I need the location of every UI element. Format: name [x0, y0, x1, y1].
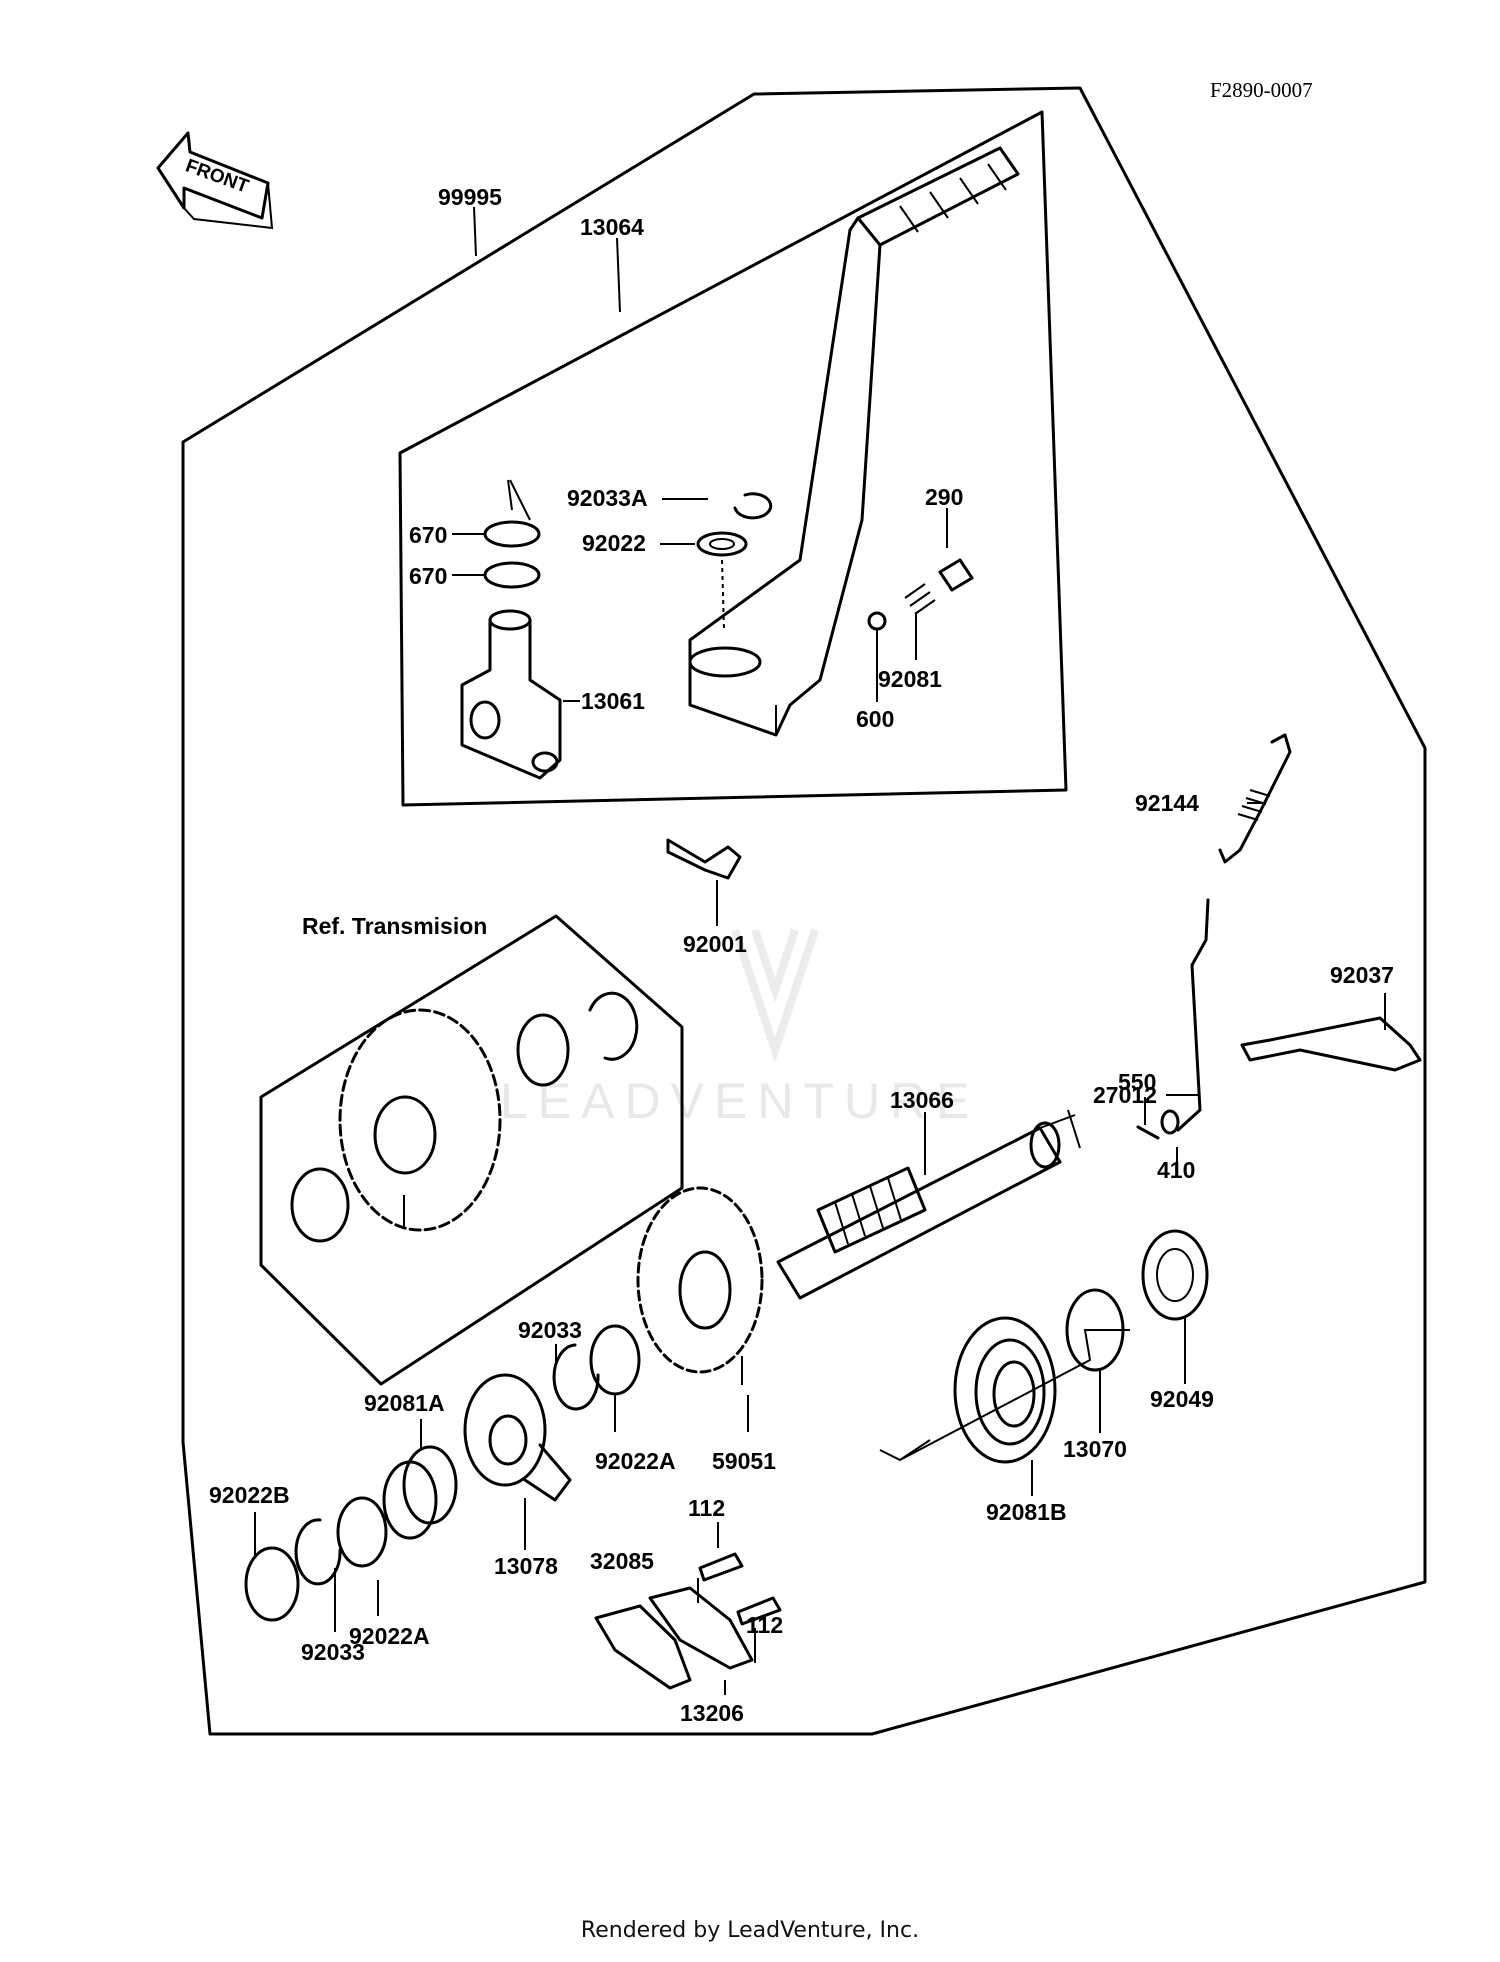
label-92033A: 92033A	[567, 485, 648, 511]
figure-id: F2890-0007	[1210, 78, 1313, 102]
label-92033-lower: 92033	[301, 1639, 365, 1665]
footer-credit: Rendered by LeadVenture, Inc.	[580, 1918, 920, 1943]
label-13078: 13078	[494, 1553, 558, 1579]
washer-92022A-lower-part	[336, 1496, 388, 1568]
label-92022A-lower: 92022A	[349, 1623, 430, 1649]
label-112-lower: 112	[746, 1612, 783, 1638]
reference-label: Ref. Transmision	[302, 913, 487, 939]
washer-92022B-part	[244, 1546, 300, 1622]
label-92001: 92001	[683, 931, 747, 957]
label-13206: 13206	[680, 1700, 744, 1726]
assembly-axis-lever	[721, 559, 725, 631]
label-670-upper: 670	[409, 522, 447, 548]
o-ring-670-upper-part	[483, 520, 541, 548]
detent-set-part	[867, 558, 974, 631]
label-550: 550	[1118, 1069, 1156, 1095]
leader-lines	[254, 206, 1386, 1695]
bracket-92037-part	[1240, 1016, 1422, 1072]
label-13066: 13066	[890, 1087, 954, 1113]
label-670-lower: 670	[409, 563, 447, 589]
label-92022: 92022	[582, 530, 646, 556]
collar-13070-part	[1065, 1288, 1125, 1372]
label-92144: 92144	[1135, 790, 1199, 816]
spring-92081A-part	[382, 1445, 458, 1540]
kick-lever-part	[688, 146, 1020, 737]
bolt-112-lower-part	[736, 1596, 782, 1626]
label-92037: 92037	[1330, 962, 1394, 988]
outer-assembly-boundary	[181, 86, 1427, 1736]
pin-550-part	[1136, 1125, 1160, 1140]
plate-32085-part	[594, 1604, 692, 1690]
label-290: 290	[925, 484, 963, 510]
washer-92022-part	[696, 531, 748, 557]
kick-gear-59051-part	[636, 1186, 764, 1374]
label-92022B: 92022B	[209, 1482, 290, 1508]
label-112-upper: 112	[688, 1495, 725, 1521]
label-92081A: 92081A	[364, 1390, 445, 1416]
circlip-92033A-part	[733, 492, 773, 520]
ratchet-13078-part	[463, 1373, 572, 1502]
transmission-reference-box	[259, 914, 684, 1386]
kick-shaft-13066-part	[776, 1109, 1081, 1300]
o-ring-670-lower-part	[483, 561, 541, 589]
label-92049: 92049	[1150, 1386, 1214, 1412]
bolt-92001-part	[666, 838, 742, 926]
label-92081B: 92081B	[986, 1499, 1067, 1525]
label-13070: 13070	[1063, 1436, 1127, 1462]
label-600: 600	[856, 706, 894, 732]
circlip-92033-lower-part	[294, 1518, 342, 1586]
label-92022A-upper: 92022A	[595, 1448, 676, 1474]
label-92081: 92081	[878, 666, 942, 692]
washer-92022-hole	[709, 538, 735, 550]
seal-92049-inner	[1156, 1248, 1194, 1302]
watermark-text: LEADVENTURE	[500, 1073, 980, 1129]
label-92033-upper: 92033	[518, 1317, 582, 1343]
spring-92081B-part	[879, 1316, 1130, 1464]
bolt-112-upper-part	[698, 1552, 744, 1582]
label-27012: 27012	[1093, 1082, 1157, 1108]
plate-13206-part	[648, 1586, 754, 1670]
circlip-92033-upper-part	[552, 1343, 600, 1411]
label-13061: 13061	[581, 688, 645, 714]
spring-92144-part	[1218, 733, 1292, 864]
label-99995: 99995	[438, 184, 502, 210]
label-32085: 32085	[590, 1548, 654, 1574]
assembly-axis-o-ring	[507, 479, 531, 521]
lever-holder-13061-part	[460, 609, 562, 780]
seal-92049-part	[1141, 1229, 1209, 1321]
label-59051: 59051	[712, 1448, 776, 1474]
front-arrow-icon: FRONT	[156, 131, 274, 230]
label-410: 410	[1157, 1157, 1195, 1183]
label-13064: 13064	[580, 214, 644, 240]
rod-27012-part	[1176, 898, 1210, 1132]
transmission-gear-part	[290, 991, 639, 1243]
washer-410-part	[1160, 1109, 1180, 1135]
kick-lever-assembly-box	[398, 110, 1068, 807]
watermark-logo	[731, 928, 819, 1063]
